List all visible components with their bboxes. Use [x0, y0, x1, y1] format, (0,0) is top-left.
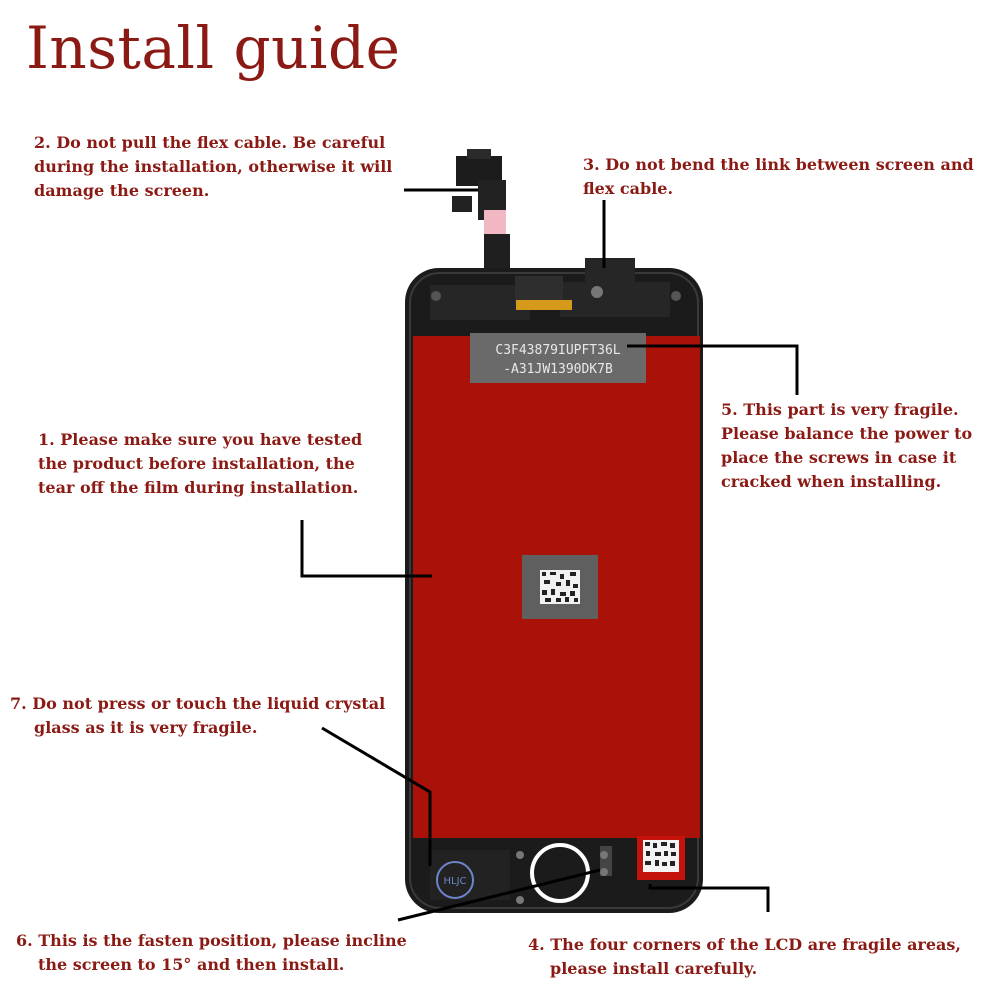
callout-line-6	[397, 868, 601, 922]
note-3-line: 3. Do not bend the link between screen a…	[583, 155, 974, 174]
pink-pad	[484, 210, 506, 236]
note-6-line: the screen to 15° and then install.	[38, 955, 345, 974]
callout-line-7	[321, 726, 432, 866]
bottom-bracket: HLJC	[430, 836, 685, 904]
callout-line-1	[300, 520, 432, 578]
serial-label-line2: -A31JW1390DK7B	[503, 362, 613, 377]
note-4-line: please install carefully.	[550, 959, 758, 978]
inspection-stamp-text: HLJC	[443, 876, 466, 887]
serial-label	[470, 333, 646, 383]
page-title: Install guide	[26, 14, 401, 82]
note-7: 7. Do not press or touch the liquid crys…	[10, 692, 385, 740]
note-1-line: 1. Please make sure you have tested	[38, 430, 363, 449]
callout-lines	[300, 188, 799, 922]
note-2: 2. Do not pull the flex cable. Be carefu…	[34, 131, 392, 203]
note-5-line: 5. This part is very fragile.	[721, 400, 959, 419]
note-3: 3. Do not bend the link between screen a…	[583, 153, 974, 201]
note-7-line: 7. Do not press or touch the liquid crys…	[10, 694, 386, 713]
note-2-line: 2. Do not pull the flex cable. Be carefu…	[34, 133, 386, 152]
note-5: 5. This part is very fragile. Please bal…	[721, 398, 972, 494]
note-1: 1. Please make sure you have tested the …	[38, 428, 362, 500]
inspection-stamp	[436, 861, 474, 899]
callout-line-5	[627, 344, 799, 395]
note-1-line: tear off the film during installation.	[38, 478, 359, 497]
note-6-line: 6. This is the fasten position, please i…	[16, 931, 407, 950]
note-1-line: the product before installation, the	[38, 454, 355, 473]
note-5-line: place the screws in case it	[721, 448, 957, 467]
note-3-line: flex cable.	[583, 179, 674, 198]
note-5-line: Please balance the power to	[721, 424, 973, 443]
note-6: 6. This is the fasten position, please i…	[16, 929, 407, 977]
serial-label-line1: C3F43879IUPFT36L	[495, 343, 620, 358]
top-bracket	[430, 258, 681, 320]
center-qr-sticker	[522, 555, 598, 619]
note-2-line: damage the screen.	[34, 181, 210, 200]
callout-line-4	[648, 884, 770, 912]
note-4-line: 4. The four corners of the LCD are fragi…	[528, 935, 961, 954]
note-4: 4. The four corners of the LCD are fragi…	[528, 933, 961, 981]
note-2-line: during the installation, otherwise it wi…	[34, 157, 393, 176]
note-7-line: glass as it is very fragile.	[34, 718, 258, 737]
home-button-hole	[530, 843, 590, 903]
note-5-line: cracked when installing.	[721, 472, 942, 491]
